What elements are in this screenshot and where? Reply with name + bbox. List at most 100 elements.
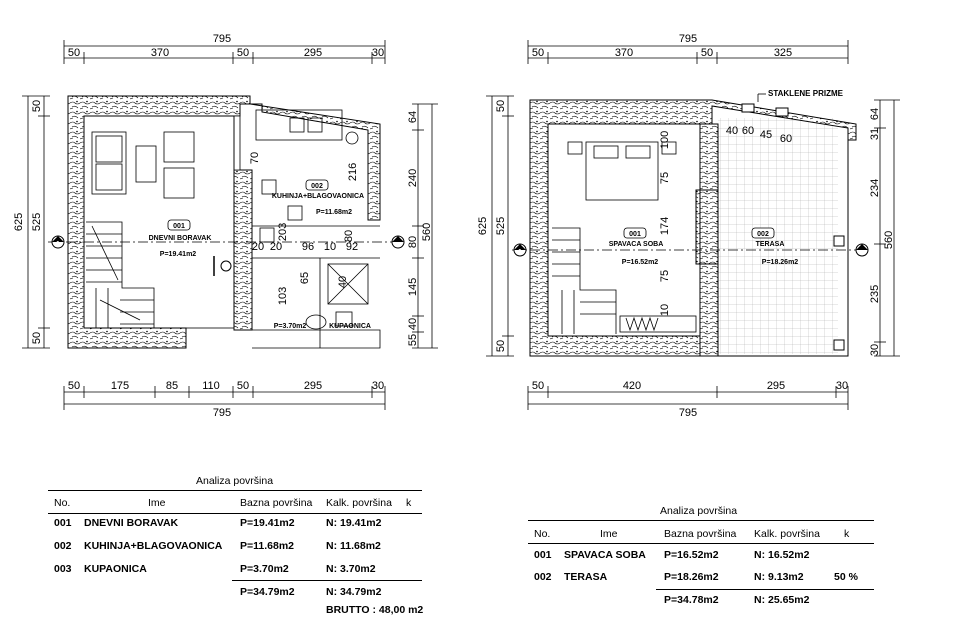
plan-left-side-dims	[22, 95, 438, 349]
plan-left-inner-dim: 92	[346, 241, 358, 253]
table-title: Analiza površina	[660, 505, 738, 517]
plan-left-left-inner: 525	[31, 213, 43, 231]
header-ime: Ime	[600, 528, 618, 540]
plan-right-bottom-seg: 420	[623, 380, 641, 392]
plan-left-inner-dim: 20	[252, 241, 264, 253]
cell-ime: TERASA	[564, 571, 608, 583]
plan-right-top-total: 795	[679, 33, 697, 45]
total-kalk: N: 34.79m2	[326, 586, 382, 598]
cell-kalk: N: 19.41m2	[326, 517, 382, 529]
plan-right-room-area: P=16.52m2	[622, 259, 658, 266]
header-k: k	[844, 528, 850, 540]
header-bazna: Bazna površina	[664, 528, 737, 540]
plan-right-left-inner: 525	[495, 217, 507, 235]
plan-right-top-seg: 50	[532, 47, 544, 59]
plan-right-inner-dim: 10	[659, 304, 671, 316]
plan-right-room-area: P=18.26m2	[762, 259, 798, 266]
header-kalk: Kalk. površina	[754, 528, 820, 540]
plan-left-furniture	[86, 109, 369, 330]
plan-right-room-name: TERASA	[756, 241, 785, 248]
plan-left-section-marker-text: 1	[56, 241, 60, 248]
plan-right-bottom-seg: 50	[532, 380, 544, 392]
cell-no: 002	[54, 540, 72, 552]
plan-left-right-seg: 145	[407, 278, 419, 296]
cell-bazna: P=18.26m2	[664, 571, 719, 583]
plan-right-inner-dim: 100	[659, 131, 671, 149]
plan-left-inner-dim: 70	[249, 152, 261, 164]
plan-left-inner-dim: 80	[343, 230, 355, 242]
plan-left-room-area: P=19.41m2	[160, 251, 196, 258]
plan-left-inner-dim: 216	[347, 163, 359, 181]
plan-right-right-seg: 234	[869, 179, 881, 197]
plan-right-right-seg: 235	[869, 285, 881, 303]
plan-left-room-name: KUPAONICA	[329, 323, 371, 330]
plan-right-top-seg: 325	[774, 47, 792, 59]
plan-right-room-name: SPAVACA SOBA	[609, 241, 664, 248]
plan-right	[486, 40, 900, 410]
plan-left-inner-dim: 40	[337, 276, 349, 288]
plan-right-bottom-total: 795	[679, 407, 697, 419]
plan-left-right-seg: 80	[407, 236, 419, 248]
plan-left-room-name: DNEVNI BORAVAK	[149, 235, 212, 242]
plan-left-inner-dim: 203	[277, 223, 289, 241]
table-title: Analiza površina	[196, 475, 274, 487]
plan-left-top-seg: 30	[372, 47, 384, 59]
plan-right-inner-dim: 174	[659, 217, 671, 235]
plan-left-bottom-seg: 110	[202, 380, 220, 392]
cell-no: 002	[534, 571, 552, 583]
plan-left-top-seg: 50	[68, 47, 80, 59]
cell-bazna: P=3.70m2	[240, 563, 289, 575]
header-ime: Ime	[148, 497, 166, 509]
plan-right-inner-dim: 75	[659, 270, 671, 282]
plan-left-bottom-seg: 175	[111, 380, 129, 392]
plan-left-room-area: P=11.68m2	[316, 209, 352, 216]
plan-right-right-small: 31	[869, 128, 881, 140]
plan-left-left-bottom: 50	[31, 332, 43, 344]
header-bazna: Bazna površina	[240, 497, 313, 509]
cell-ime: SPAVACA SOBA	[564, 549, 646, 561]
plan-left-right-seg: 55	[407, 334, 419, 346]
plan-right-inner-dim: 60	[742, 125, 754, 137]
plan-right-inner-dim: 45	[760, 129, 772, 141]
plan-left-section-marker-right	[391, 235, 405, 249]
header-kalk: Kalk. površina	[326, 497, 392, 509]
cell-ime: KUHINJA+BLAGOVAONICA	[84, 540, 223, 552]
plan-right-bottom-seg: 30	[836, 380, 848, 392]
cell-kalk: N: 11.68m2	[326, 540, 381, 552]
cell-bazna: P=16.52m2	[664, 549, 719, 561]
cell-no: 001	[534, 549, 552, 561]
plan-left-top-dims	[63, 40, 386, 64]
cell-kalk: N: 16.52m2	[754, 549, 810, 561]
cell-bazna: P=19.41m2	[240, 517, 295, 529]
plan-left-inner-dim: 65	[299, 272, 311, 284]
cell-ime: KUPAONICA	[84, 563, 147, 575]
plan-left-room-area: P=3.70m2	[274, 323, 307, 330]
plan-left-inner-dim: 20	[270, 241, 282, 253]
plan-right-left-outer: 625	[477, 217, 489, 235]
plan-left-bottom-seg: 295	[304, 380, 322, 392]
plan-right-bottom-seg: 295	[767, 380, 785, 392]
total-bazna: P=34.78m2	[664, 594, 719, 606]
plan-right-room-num: 002	[757, 231, 769, 238]
cell-k: 50 %	[834, 571, 858, 583]
plan-left-room-num: 002	[311, 183, 323, 190]
cell-kalk: N: 3.70m2	[326, 563, 376, 575]
plan-left-inner-dim: 103	[277, 287, 289, 305]
plan-right-right-seg: 30	[869, 344, 881, 356]
plan-left-top-seg: 370	[151, 47, 169, 59]
header-no: No.	[54, 497, 71, 509]
plan-right-section-marker-text: 1	[518, 249, 522, 256]
brutto-value: BRUTTO : 48,00 m2	[326, 604, 424, 616]
plan-right-right-seg: 64	[869, 108, 881, 120]
cell-ime: DNEVNI BORAVAK	[84, 517, 179, 529]
cell-no: 003	[54, 563, 72, 575]
plan-left-bottom-seg: 50	[237, 380, 249, 392]
plan-left-right-outer: 560	[421, 223, 433, 241]
plan-left-top-seg: 50	[237, 47, 249, 59]
plan-right-room-num: 001	[629, 231, 641, 238]
plan-left-right-seg: 240	[407, 169, 419, 187]
plan-left-right-seg: 40	[407, 318, 419, 330]
plan-left-room-num: 001	[173, 223, 185, 230]
area-table-right: Analiza površina No. Ime Bazna površina …	[528, 500, 908, 620]
